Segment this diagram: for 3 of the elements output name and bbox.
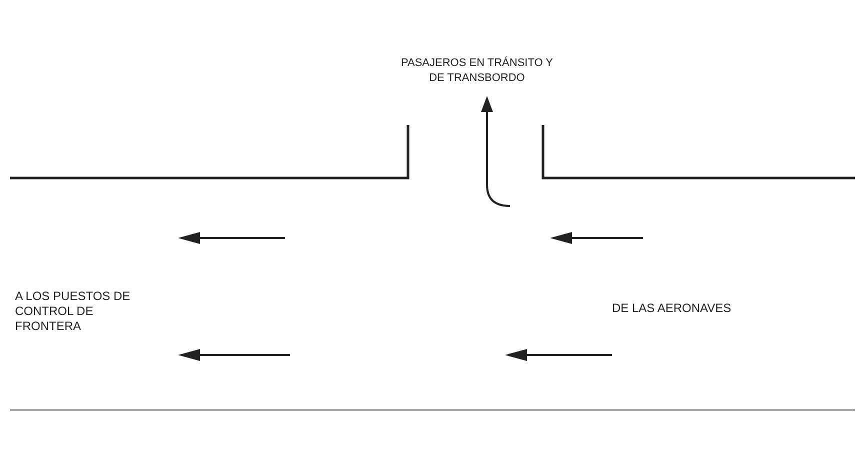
area-label: DE LAS AERONAVES (612, 301, 732, 316)
area-label: A LOS PUESTOS DE CONTROL DE FRONTERA (15, 289, 132, 334)
area-label: PASAJEROS EN TRÁNSITO Y DE TRANSBORDO (400, 56, 554, 86)
